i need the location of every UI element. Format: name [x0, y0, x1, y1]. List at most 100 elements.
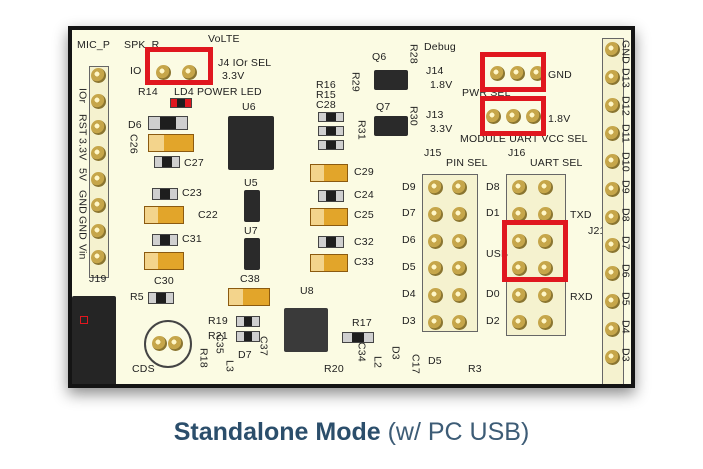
- j16-pin: [538, 261, 553, 276]
- silk-r5: R5: [130, 291, 144, 303]
- silk-c31: C31: [182, 233, 202, 245]
- j4-pin-2: [182, 65, 197, 80]
- j14-pin-1: [490, 66, 505, 81]
- right-header-label: D12: [619, 96, 632, 116]
- silk-q6: Q6: [372, 51, 387, 63]
- j15-pin: [452, 288, 467, 303]
- q6-chip: [374, 70, 408, 90]
- silk-r31: R31: [355, 120, 368, 140]
- silk-r28: R28: [407, 44, 420, 64]
- silk-c35: C35: [213, 334, 226, 354]
- right-header-label: GND: [619, 40, 632, 64]
- j15-pin: [452, 315, 467, 330]
- silk-u6: U6: [242, 101, 256, 113]
- right-header-pin: [605, 182, 620, 197]
- silk-r19: R19: [208, 315, 228, 327]
- j15-pin: [452, 180, 467, 195]
- silk-j15-d5: D5: [402, 261, 416, 273]
- silk-j15-d7: D7: [402, 207, 416, 219]
- silk-gnd-1: GND: [76, 190, 89, 214]
- silk-rxd: RXD: [570, 291, 593, 303]
- capacitor-c25: [310, 208, 348, 226]
- silk-j16-d2: D2: [486, 315, 500, 327]
- j15-pin: [428, 315, 443, 330]
- silk-5v: 5V: [76, 168, 89, 182]
- capacitor-c31: [152, 234, 178, 246]
- silk-r29: R29: [349, 72, 362, 92]
- silk-c26: C26: [127, 134, 140, 154]
- highlight-j16-usb: [502, 220, 568, 282]
- capacitor-c24: [318, 190, 344, 202]
- right-header-pin: [605, 70, 620, 85]
- silk-j13: J13: [426, 109, 444, 121]
- silk-c29: C29: [354, 166, 374, 178]
- capacitor-c38: [228, 288, 270, 306]
- silk-gnd-2: GND: [76, 216, 89, 240]
- silk-txd: TXD: [570, 209, 592, 221]
- silk-pwr-sel: PWR SEL: [462, 87, 511, 99]
- silk-j14-1v8: 1.8V: [430, 79, 453, 91]
- silk-r20: R20: [324, 363, 344, 375]
- silk-r18: R18: [197, 348, 210, 368]
- right-header-label: D9: [619, 180, 632, 194]
- silk-module-uart: MODULE UART VCC SEL: [460, 133, 588, 145]
- power-led: [170, 98, 192, 108]
- silk-q7: Q7: [376, 101, 391, 113]
- silk-c25: C25: [354, 209, 374, 221]
- highlight-j13: [480, 96, 546, 136]
- right-header-pin: [605, 126, 620, 141]
- silk-c24: C24: [354, 189, 374, 201]
- silk-3v3-top: 3.3V: [222, 70, 245, 82]
- silk-c28: C28: [316, 99, 336, 111]
- right-header-label: D5: [619, 292, 632, 306]
- silk-l3: L3: [223, 360, 236, 373]
- j16-pin: [538, 234, 553, 249]
- silk-vin: Vin: [76, 244, 89, 260]
- right-header-pin: [605, 294, 620, 309]
- resistor-r17: [342, 332, 374, 343]
- j14-pin-2: [510, 66, 525, 81]
- highlight-j14: [480, 52, 546, 92]
- j16-pin: [512, 315, 527, 330]
- right-header-pin: [605, 322, 620, 337]
- j15-pin: [428, 207, 443, 222]
- silk-j15-d9: D9: [402, 181, 416, 193]
- silk-j15-d4: D4: [402, 288, 416, 300]
- silk-uart-sel: UART SEL: [530, 157, 583, 169]
- capacitor-c22-body: [144, 206, 184, 224]
- right-header-label: D10: [619, 152, 632, 172]
- silk-io: IO: [130, 65, 142, 77]
- resistor-r15: [318, 112, 344, 122]
- silk-d6: D6: [128, 119, 142, 131]
- silk-mic-p: MIC_P: [77, 39, 111, 51]
- silk-c27: C27: [184, 157, 204, 169]
- silk-ior: IOr: [76, 88, 89, 104]
- resistor-r5: [148, 292, 174, 304]
- silk-c38: C38: [240, 273, 260, 285]
- j15-pin: [428, 288, 443, 303]
- silk-j16: J16: [508, 147, 526, 159]
- silk-j14-gnd: GND: [548, 69, 572, 81]
- resistor-r16: [318, 126, 344, 136]
- j15-pin: [428, 261, 443, 276]
- silk-j4: J4 IOr SEL: [218, 57, 272, 69]
- right-header-label: D4: [619, 320, 632, 334]
- silk-r30: R30: [407, 106, 420, 126]
- j16-pin: [538, 315, 553, 330]
- j4-pin-1: [156, 65, 171, 80]
- j13-pin-2: [506, 109, 521, 124]
- silk-r16: R16: [316, 79, 336, 91]
- silk-u7: U7: [244, 225, 258, 237]
- cds-sensor: [144, 320, 192, 368]
- silk-d5: D5: [428, 355, 442, 367]
- j15-pin: [452, 234, 467, 249]
- right-header-pin: [605, 42, 620, 57]
- j16-pin: [512, 234, 527, 249]
- silk-cds: CDS: [132, 363, 155, 375]
- silk-r14: R14: [138, 86, 158, 98]
- right-header-pin: [605, 154, 620, 169]
- capacitor-c32: [318, 236, 344, 248]
- j16-pin: [538, 288, 553, 303]
- silk-volte: VoLTE: [208, 33, 240, 45]
- j16-pin: [512, 180, 527, 195]
